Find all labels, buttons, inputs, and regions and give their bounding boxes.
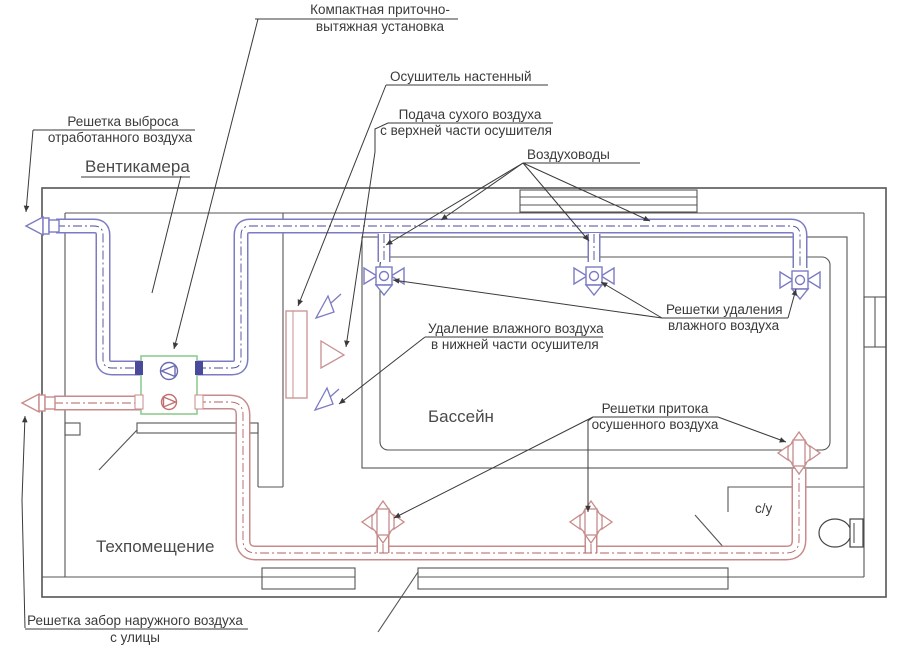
dehumidifier-body	[285, 310, 308, 399]
compact-ahu	[134, 355, 204, 415]
leader-exhaust-grille	[23, 129, 34, 213]
ahu-port-supply-left	[134, 394, 144, 410]
partition-wall-jamb	[64, 422, 81, 436]
label-moist-bottom-line1: Удаление влажного воздуха	[428, 321, 604, 336]
supply-grille-1	[361, 500, 405, 544]
toilet	[818, 518, 864, 548]
building-walls	[41, 187, 887, 633]
moist-removal-grille-3	[779, 270, 821, 300]
label-exhaust-grille-line2: отработанного воздуха	[48, 130, 193, 145]
pool	[361, 236, 848, 469]
leader-supply-grilles-3	[717, 416, 787, 443]
leader-ducts-1	[440, 162, 524, 221]
label-supply-grilles-line2: осушенного воздуха	[592, 417, 719, 432]
label-dry-air-line1: Подача сухого воздуха	[399, 107, 542, 122]
airflow-arrows	[313, 293, 346, 412]
text-labels: Компактная приточно- вытяжная установка …	[25, 2, 788, 645]
leader-ducts-2	[385, 162, 524, 246]
leader-moist-grilles-2	[392, 278, 663, 319]
leader-dry-air	[344, 122, 389, 348]
bottom-wall-segment-2	[417, 567, 729, 590]
leader-compact-unit	[172, 18, 259, 350]
supply-duct-run	[21, 393, 821, 561]
toilet-tank	[849, 518, 864, 548]
moist-air-arrow-bottom	[313, 386, 340, 412]
label-supply-grilles-line1: Решетки притока	[602, 401, 709, 416]
label-dry-air-line2: с верхней части осушителя	[380, 123, 552, 138]
pool-deck-outline	[361, 236, 848, 469]
label-ducts: Воздуховоды	[527, 147, 610, 162]
supply-grille-2	[569, 500, 613, 544]
label-moist-grilles-line1: Решетки удаления	[666, 302, 783, 317]
leader-ducts-3	[522, 162, 590, 242]
bathroom-wall	[727, 486, 864, 512]
label-dehumidifier: Осушитель настенный	[390, 69, 532, 84]
leader-lines	[21, 18, 798, 629]
toilet-bowl	[818, 518, 852, 548]
leader-moist-grilles-1	[600, 281, 663, 319]
dehumidifier	[285, 310, 308, 399]
door-swing-techroom	[98, 429, 138, 471]
label-compact-unit-line2: вытяжная установка	[316, 19, 445, 34]
pool-basin-outline	[379, 256, 831, 451]
outdoor-intake-grille-symbol	[21, 393, 56, 413]
label-moist-grilles-line2: влажного воздуха	[668, 318, 780, 333]
leader-supply-grilles-1	[393, 416, 594, 519]
leader-moist-bottom	[338, 336, 426, 405]
supply-fan-icon	[160, 393, 178, 411]
leader-supply-grilles-2	[585, 416, 594, 512]
exhaust-duct-run	[25, 216, 821, 376]
leader-ducts-4	[522, 162, 651, 222]
label-outdoor-intake-line2: с улицы	[110, 630, 160, 645]
leader-dehumidifier	[297, 84, 387, 307]
ahu-port-exhaust-right	[195, 361, 203, 375]
ahu-port-exhaust-left	[135, 361, 143, 375]
label-moist-bottom-line2: в нижней части осушителя	[431, 337, 599, 352]
outer-wall	[41, 187, 887, 598]
window-top	[519, 189, 698, 213]
label-compact-unit-line1: Компактная приточно-	[310, 2, 450, 17]
leader-vent-chamber	[151, 175, 182, 294]
label-bathroom: с/у	[755, 501, 773, 516]
exhaust-fan-icon	[159, 361, 179, 381]
window-right	[863, 296, 887, 348]
leader-outdoor-intake	[21, 415, 28, 629]
moist-removal-grille-2	[573, 266, 615, 296]
label-outdoor-intake-line1: Решетка забор наружного воздуха	[27, 613, 243, 628]
label-vent-chamber: Вентикамера	[85, 157, 190, 176]
label-pool: Бассейн	[428, 407, 494, 426]
door-swing-entrance	[377, 571, 419, 633]
leader-moist-grilles-3	[787, 288, 798, 319]
bottom-wall-segment-1	[261, 567, 356, 590]
label-tech-room: Техпомещение	[96, 537, 214, 556]
exhaust-duct-centerline	[56, 225, 801, 369]
label-exhaust-grille-line1: Решетка выброса	[67, 114, 179, 129]
ahu-port-supply-right	[194, 394, 204, 410]
dry-air-arrow	[320, 339, 346, 370]
exhaust-wall-grille	[25, 216, 60, 236]
moist-air-arrow-top	[314, 293, 342, 320]
